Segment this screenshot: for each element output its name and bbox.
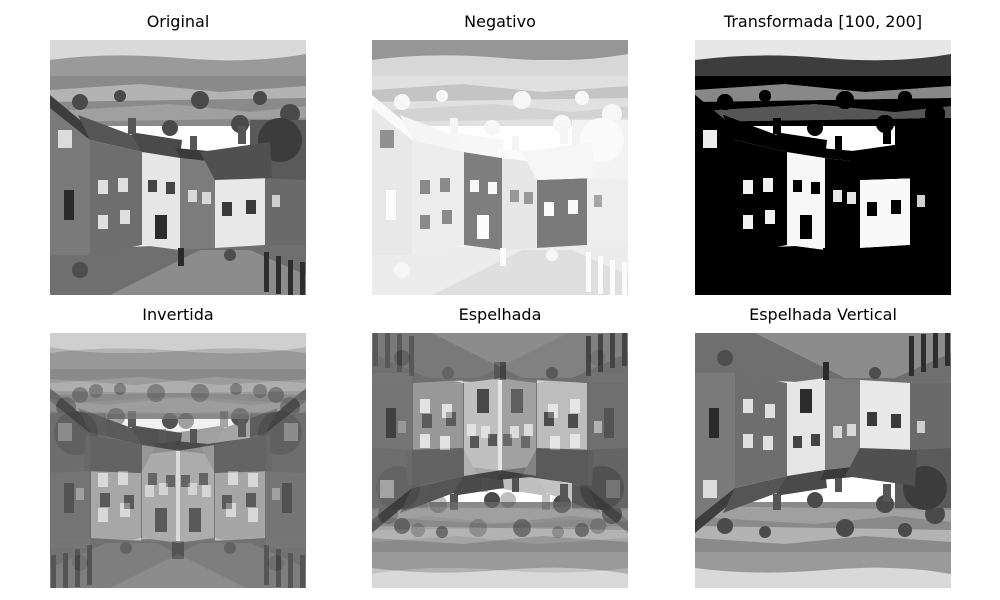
- image-mirrored: [372, 333, 628, 588]
- panel-title: Espelhada Vertical: [749, 305, 897, 324]
- image-threshold: [695, 40, 951, 295]
- image-vertical-mirror: [695, 333, 951, 588]
- panel-title: Invertida: [142, 305, 214, 324]
- image-original: [50, 40, 306, 295]
- panel-title: Espelhada: [458, 305, 542, 324]
- panel-title: Negativo: [464, 12, 536, 31]
- panel-title: Transformada [100, 200]: [723, 12, 923, 31]
- image-inverted: [50, 333, 306, 588]
- panel-title: Original: [146, 12, 210, 31]
- image-negative: [372, 40, 628, 295]
